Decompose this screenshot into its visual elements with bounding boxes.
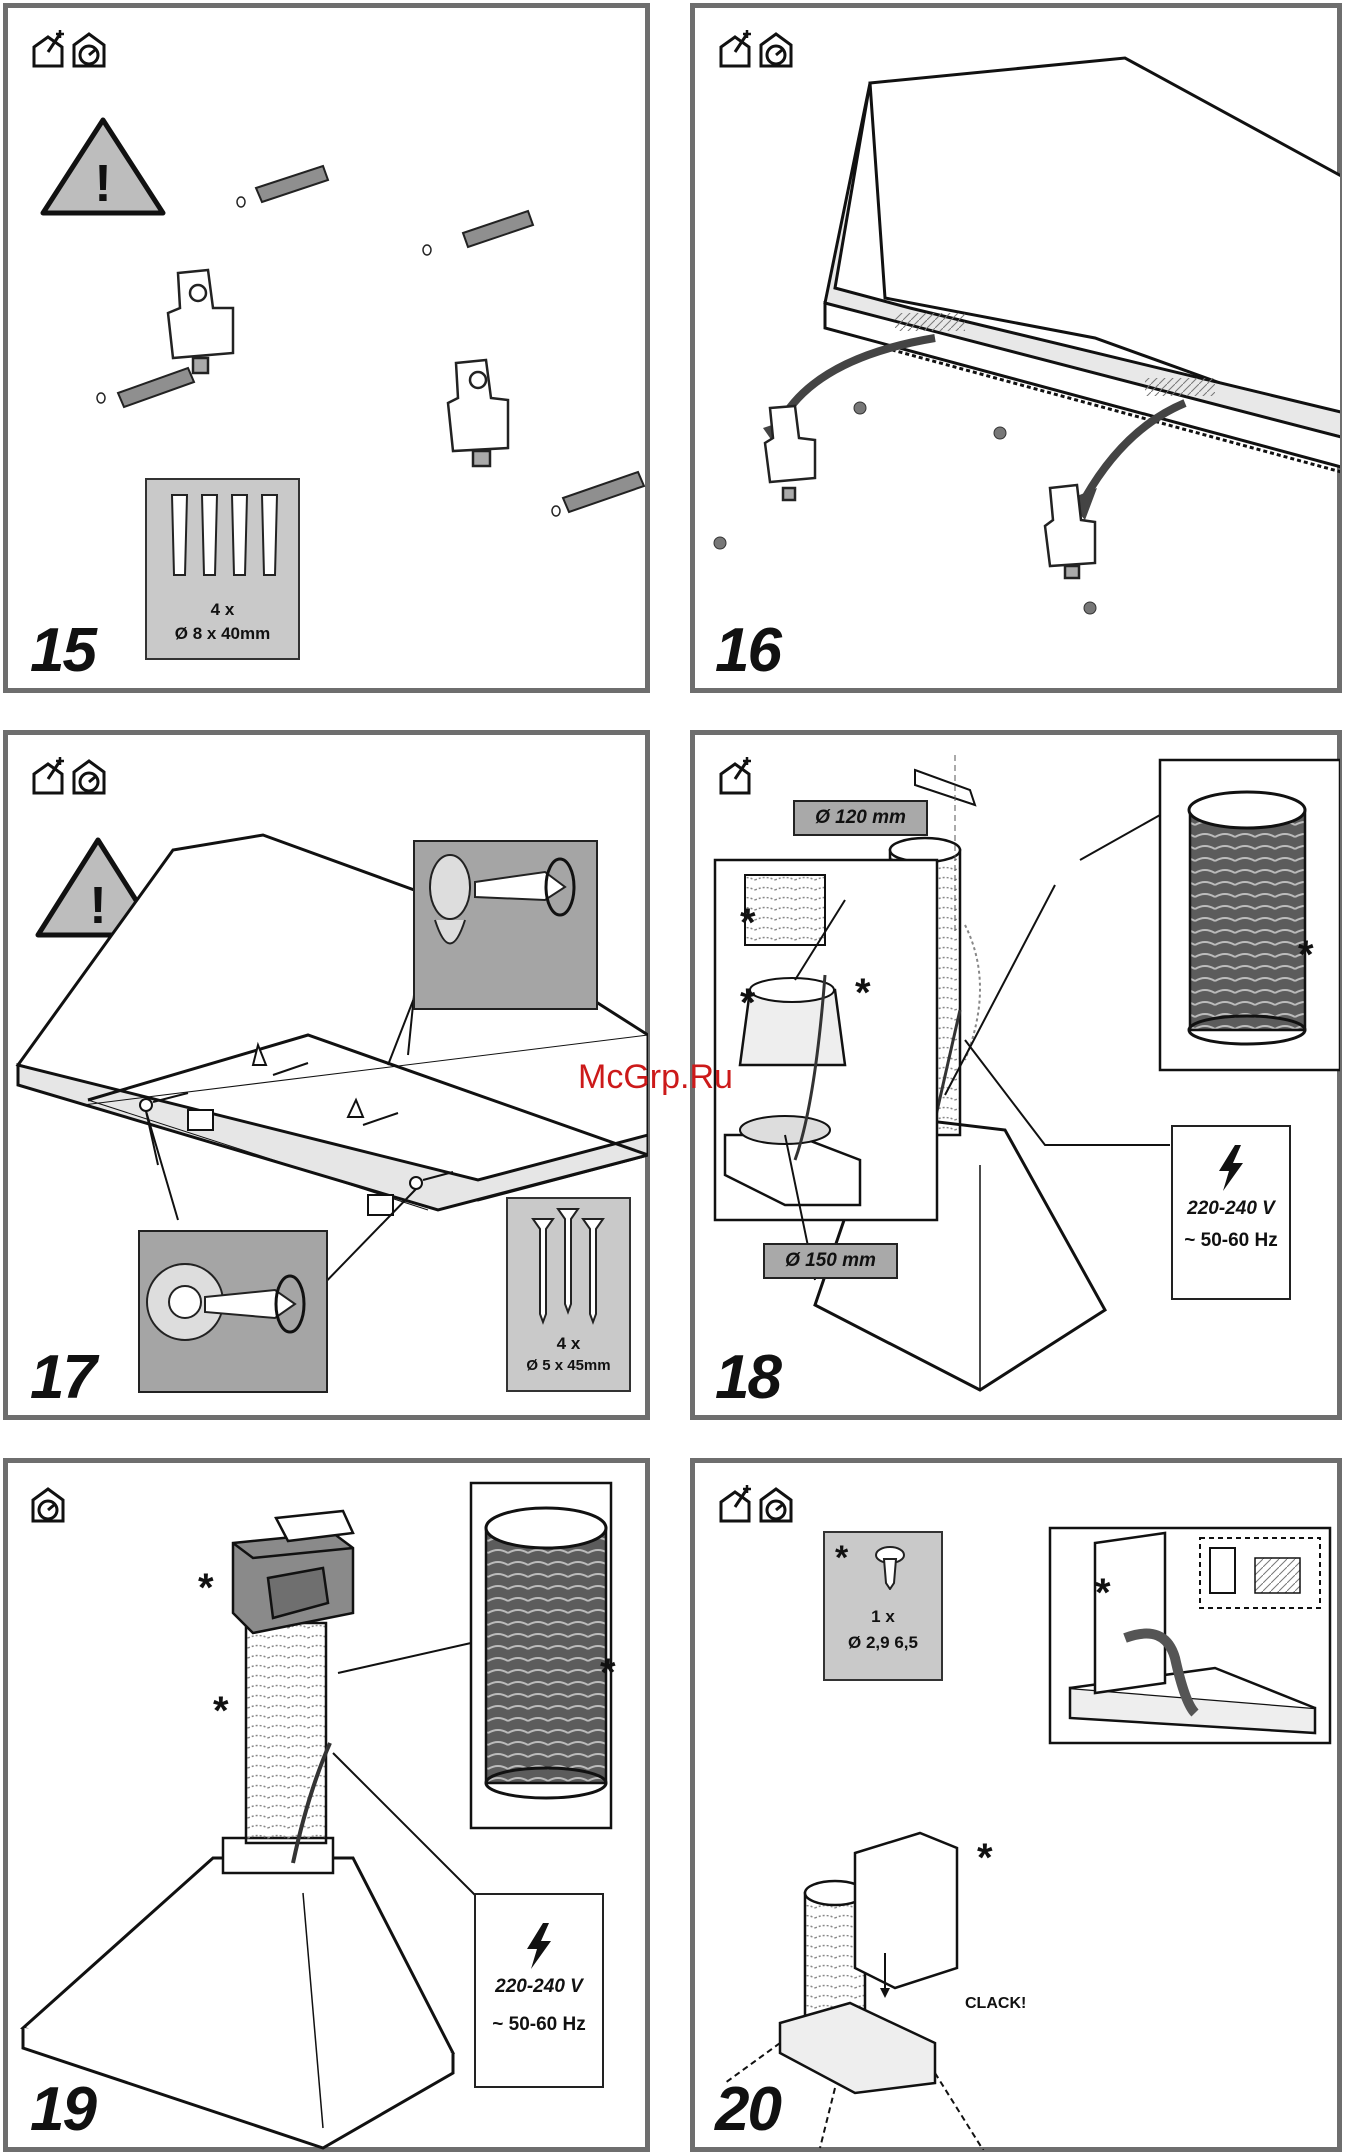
frequency-text: ~ 50-60 Hz — [476, 2014, 602, 2036]
voltage-text: 220-240 V — [476, 1976, 602, 1998]
replacement-part-star: * — [740, 903, 756, 943]
step-17-panel: ! — [3, 730, 650, 1420]
frequency-text: ~ 50-60 Hz — [1173, 1230, 1289, 1252]
carbon-filter-box — [233, 1511, 353, 1633]
chimney-hood-icon — [30, 30, 70, 70]
chimney-hood-icon — [717, 30, 757, 70]
dark-duct-clamp — [1189, 792, 1305, 1044]
spec-size: Ø 5 x 45mm — [508, 1357, 629, 1374]
screw-spec-box: * 1 x Ø 2,9 6,5 — [823, 1531, 943, 1681]
step-15-panel: ! 4 x — [3, 3, 650, 693]
spec-quantity: 1 x — [825, 1607, 941, 1627]
recirculation-hood-icon — [761, 34, 791, 66]
chimney-hood-icon — [717, 757, 757, 797]
step-number: 15 — [30, 620, 95, 682]
recirculation-hood-icon — [33, 1489, 63, 1521]
step-18-panel: Ø 120 mm Ø 150 mm * * * * 220-240 V ~ 50… — [690, 730, 1342, 1420]
warning-triangle-icon: ! — [43, 120, 163, 213]
clack-text: CLACK! — [965, 1995, 1026, 2013]
replacement-part-star: * — [600, 1653, 616, 1693]
step-number: 19 — [30, 2079, 95, 2141]
chimney-hood-icon — [717, 1485, 757, 1525]
spec-quantity: 4 x — [147, 600, 298, 620]
dark-duct-clamp — [486, 1508, 606, 1798]
lightning-icon — [519, 1921, 559, 1971]
diameter-120-label: Ø 120 mm — [793, 800, 928, 836]
replacement-part-star: * — [740, 983, 756, 1023]
power-supply-box: 220-240 V ~ 50-60 Hz — [474, 1893, 604, 2088]
wall-plugs-icon — [147, 485, 298, 595]
replacement-part-star: * — [213, 1691, 229, 1731]
replacement-part-star: * — [855, 973, 871, 1013]
power-supply-box: 220-240 V ~ 50-60 Hz — [1171, 1125, 1291, 1300]
spec-size: Ø 2,9 6,5 — [825, 1633, 941, 1653]
step-16-illustration — [695, 8, 1340, 691]
step-number: 18 — [715, 1347, 780, 1409]
mounting-bracket-icon — [765, 406, 1095, 578]
cooker-hood-body — [825, 58, 1340, 473]
mounting-bracket-icon — [168, 270, 508, 466]
step-number: 17 — [30, 1347, 95, 1409]
wall-plug-spec-box: 4 x Ø 8 x 40mm — [145, 478, 300, 660]
duct-and-module — [780, 1833, 957, 2093]
recirculation-hood-icon — [74, 34, 104, 66]
replacement-part-star: * — [835, 1541, 848, 1575]
recirculation-hood-icon — [761, 1489, 791, 1521]
replacement-part-star: * — [198, 1568, 214, 1608]
step-19-panel: * * * 220-240 V ~ 50-60 Hz 19 — [3, 1458, 650, 2152]
screw-detail-top-inset — [413, 840, 598, 1010]
step-18-illustration — [695, 735, 1340, 1418]
screw-spec-box: 4 x Ø 5 x 45mm — [506, 1197, 631, 1392]
step-20-panel: * 1 x Ø 2,9 6,5 * * CLACK! 20 — [690, 1458, 1342, 2152]
step-15-illustration: ! — [8, 8, 648, 691]
step-16-panel: 16 — [690, 3, 1342, 693]
screw-icon — [870, 1545, 910, 1590]
replacement-part-star: * — [977, 1838, 993, 1878]
flexible-duct — [246, 1623, 326, 1843]
voltage-text: 220-240 V — [1173, 1198, 1289, 1220]
step-number: 16 — [715, 620, 780, 682]
watermark: McGrp.Ru — [578, 1058, 733, 1097]
spec-quantity: 4 x — [508, 1334, 629, 1354]
replacement-part-star: * — [1298, 935, 1314, 975]
screw-detail-bottom-inset — [138, 1230, 328, 1393]
recirculation-hood-icon — [74, 761, 104, 793]
screws-icon — [508, 1204, 629, 1329]
spec-size: Ø 8 x 40mm — [147, 624, 298, 644]
chimney-hood-icon — [30, 757, 70, 797]
svg-text:!: ! — [89, 877, 106, 935]
step-20-illustration — [695, 1463, 1340, 2150]
svg-text:!: ! — [94, 155, 111, 213]
replacement-part-star: * — [1095, 1573, 1111, 1613]
lightning-icon — [1211, 1143, 1251, 1193]
diameter-150-label: Ø 150 mm — [763, 1243, 898, 1279]
step-number: 20 — [715, 2079, 780, 2141]
